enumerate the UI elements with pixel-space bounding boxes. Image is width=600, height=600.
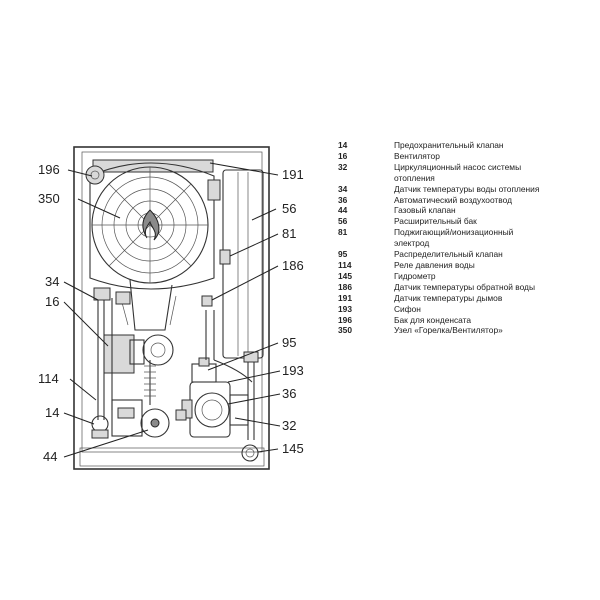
legend-row: отопления: [338, 173, 588, 184]
legend-number: 145: [338, 270, 352, 281]
legend-number: 350: [338, 325, 352, 336]
distribution-valve: [191, 310, 253, 383]
legend-row: 81 Поджигающий/ионизационный: [338, 227, 588, 238]
legend-label: Циркуляционный насос системы: [394, 161, 522, 172]
callout-56: 56: [282, 201, 296, 216]
legend-number: 34: [338, 183, 348, 194]
leader-lines: [63, 162, 281, 458]
legend-row: 193 Сифон: [338, 304, 588, 315]
legend-row: 56 Расширительный бак: [338, 216, 588, 227]
left-pipes: [93, 287, 131, 420]
right-return-pipe: [243, 351, 259, 440]
callout-186: 186: [282, 258, 304, 273]
legend-number: 191: [338, 292, 352, 303]
circulation-pump: [175, 381, 249, 438]
legend-number: 16: [338, 150, 348, 161]
legend-label: Вентилятор: [394, 150, 440, 161]
legend-number: 114: [338, 259, 352, 270]
callout-145: 145: [282, 441, 304, 456]
legend-label: Датчик температуры дымов: [394, 292, 503, 303]
callout-36: 36: [282, 386, 296, 401]
burner-fan-assembly: [89, 159, 221, 331]
callout-34: 34: [45, 274, 59, 289]
callout-labels: 196 350 34 16 114 14 44 191 56 81 186 95…: [38, 162, 304, 464]
legend-number: 95: [338, 249, 348, 260]
legend-label: Датчик температуры обратной воды: [394, 281, 535, 292]
legend-label: отопления: [394, 172, 435, 183]
return-water-sensor: [201, 295, 213, 307]
legend-label: Предохранительный клапан: [394, 140, 504, 150]
legend-row: 196 Бак для конденсата: [338, 315, 588, 326]
hydrometer: [241, 444, 259, 462]
legend-label: Бак для конденсата: [394, 314, 472, 325]
legend-number: 14: [338, 140, 348, 150]
legend-label: Газовый клапан: [394, 205, 456, 216]
legend-row: 44 Газовый клапан: [338, 205, 588, 216]
safety-valve: [91, 415, 109, 439]
legend-label: Датчик температуры воды отопления: [394, 183, 540, 194]
callout-196: 196: [38, 162, 60, 177]
legend-row: электрод: [338, 238, 588, 249]
callout-16: 16: [45, 294, 59, 309]
callout-95: 95: [282, 335, 296, 350]
legend-number: 56: [338, 216, 348, 227]
legend-number: 32: [338, 161, 348, 172]
legend-row: 14 Предохранительный клапан: [338, 140, 588, 151]
legend-number: 44: [338, 205, 348, 216]
legend-row: 350 Узел «Горелка/Вентилятор»: [338, 325, 588, 336]
legend-number: [338, 238, 394, 249]
legend-label: Гидрометр: [394, 270, 436, 281]
legend-number: 186: [338, 281, 352, 292]
legend-row: 191 Датчик температуры дымов: [338, 293, 588, 304]
callout-14: 14: [45, 405, 59, 420]
legend-row: 186 Датчик температуры обратной воды: [338, 282, 588, 293]
legend-label: Распределительный клапан: [394, 249, 503, 260]
legend-number: 193: [338, 303, 352, 314]
legend-label: Поджигающий/ионизационный: [394, 227, 514, 238]
boiler-casing: [73, 146, 270, 470]
legend-row: 145 Гидрометр: [338, 271, 588, 282]
legend-label: Автоматический воздухоотвод: [394, 194, 512, 205]
callout-350: 350: [38, 191, 60, 206]
legend-number: [338, 173, 394, 184]
legend-number: 196: [338, 314, 352, 325]
legend-row: 95 Распределительный клапан: [338, 249, 588, 260]
callout-191: 191: [282, 167, 304, 182]
legend-row: 32 Циркуляционный насос системы: [338, 162, 588, 173]
legend-label: Расширительный бак: [394, 216, 477, 227]
legend-label: Реле давления воды: [394, 259, 475, 270]
fan: [103, 334, 174, 374]
callout-193: 193: [282, 363, 304, 378]
legend-label: Сифон: [394, 303, 421, 314]
callout-114: 114: [38, 371, 59, 386]
legend-number: 81: [338, 227, 348, 238]
ignition-electrode: [219, 249, 231, 265]
legend-row: 34 Датчик температуры воды отопления: [338, 184, 588, 195]
legend-label: Узел «Горелка/Вентилятор»: [394, 325, 503, 336]
legend-row: 36 Автоматический воздухоотвод: [338, 195, 588, 206]
legend-row: 16 Вентилятор: [338, 151, 588, 162]
flame-icon: [142, 209, 160, 241]
callout-81: 81: [282, 226, 296, 241]
legend-row: 114 Реле давления воды: [338, 260, 588, 271]
callout-44: 44: [43, 449, 57, 464]
gas-valve: [111, 360, 170, 438]
legend-number: 36: [338, 194, 348, 205]
callout-32: 32: [282, 418, 296, 433]
legend-label: электрод: [394, 238, 430, 249]
